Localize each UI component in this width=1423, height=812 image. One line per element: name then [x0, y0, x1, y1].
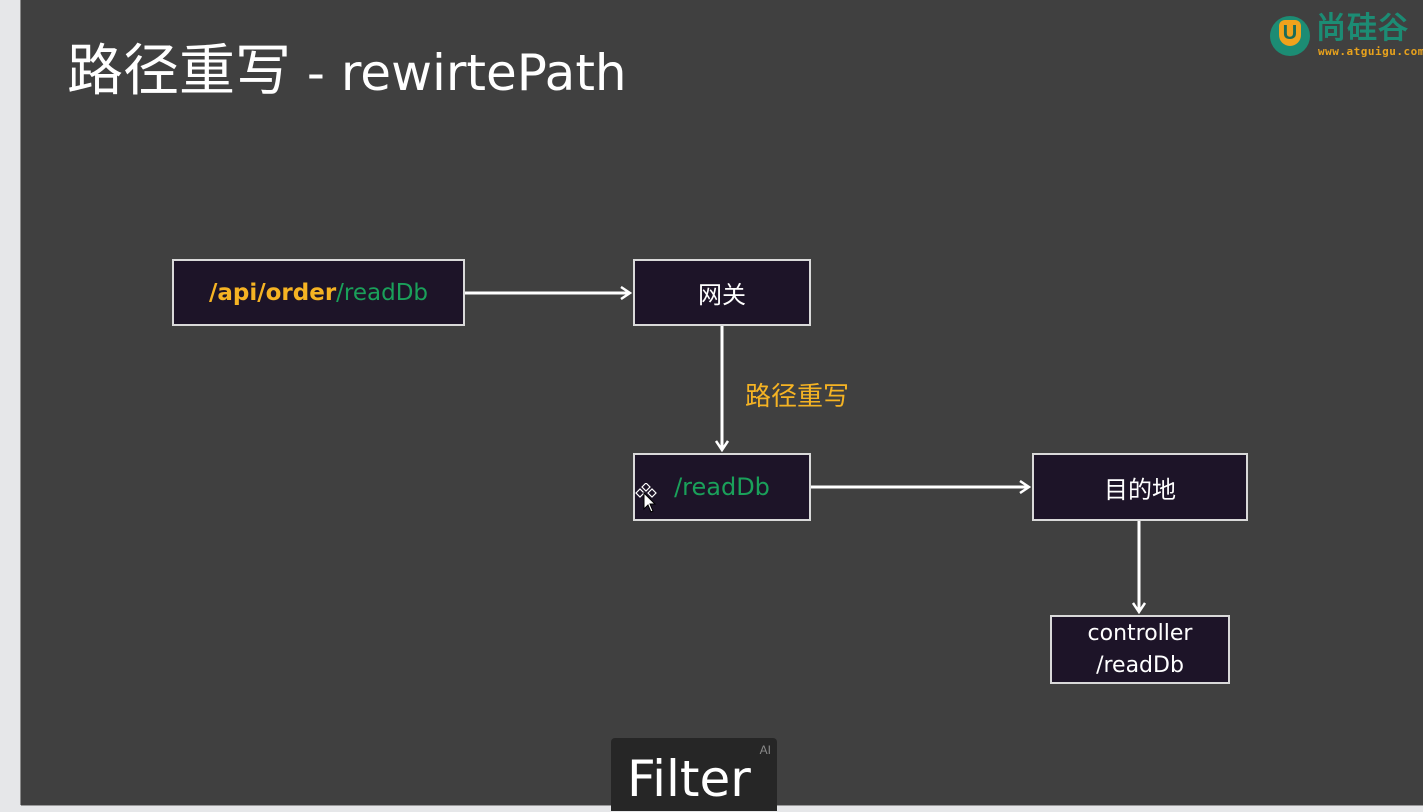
title-separator: - [291, 44, 341, 102]
subtitle-caption: Filter AI [611, 738, 777, 811]
logo-url: www.atguigu.com [1318, 45, 1423, 58]
logo-name: 尚硅谷 [1316, 11, 1409, 46]
edge-label-rewrite: 路径重写 [745, 382, 850, 412]
logo-u-icon: U [1279, 20, 1301, 46]
node-destination: 目的地 [1032, 453, 1248, 521]
title-english: rewirtePath [340, 44, 627, 102]
move-cursor-icon [635, 483, 657, 513]
diagram-arrows [465, 0, 1423, 805]
node-source-path: /api/order/readDb [172, 259, 465, 326]
gateway-label: 网关 [698, 281, 746, 309]
node-rewritten-path: /readDb [633, 453, 811, 521]
source-path-suffix: /readDb [336, 279, 429, 306]
ai-badge: AI [759, 743, 771, 757]
controller-line-2: /readDb [1096, 652, 1184, 678]
node-controller: controller /readDb [1050, 615, 1230, 684]
title-chinese: 路径重写 [67, 39, 291, 104]
slide: 路径重写 - rewirtePath U 尚硅谷 www.atguigu.com… [21, 0, 1423, 805]
node-gateway: 网关 [633, 259, 811, 326]
destination-label: 目的地 [1104, 475, 1176, 504]
slide-title: 路径重写 - rewirtePath [67, 36, 627, 109]
atguigu-logo: U 尚硅谷 www.atguigu.com [1270, 11, 1423, 64]
controller-line-1: controller [1087, 620, 1193, 646]
caption-text: Filter [627, 750, 751, 808]
rewritten-path-label: /readDb [674, 473, 770, 501]
source-path-prefix: /api/order [208, 279, 337, 306]
